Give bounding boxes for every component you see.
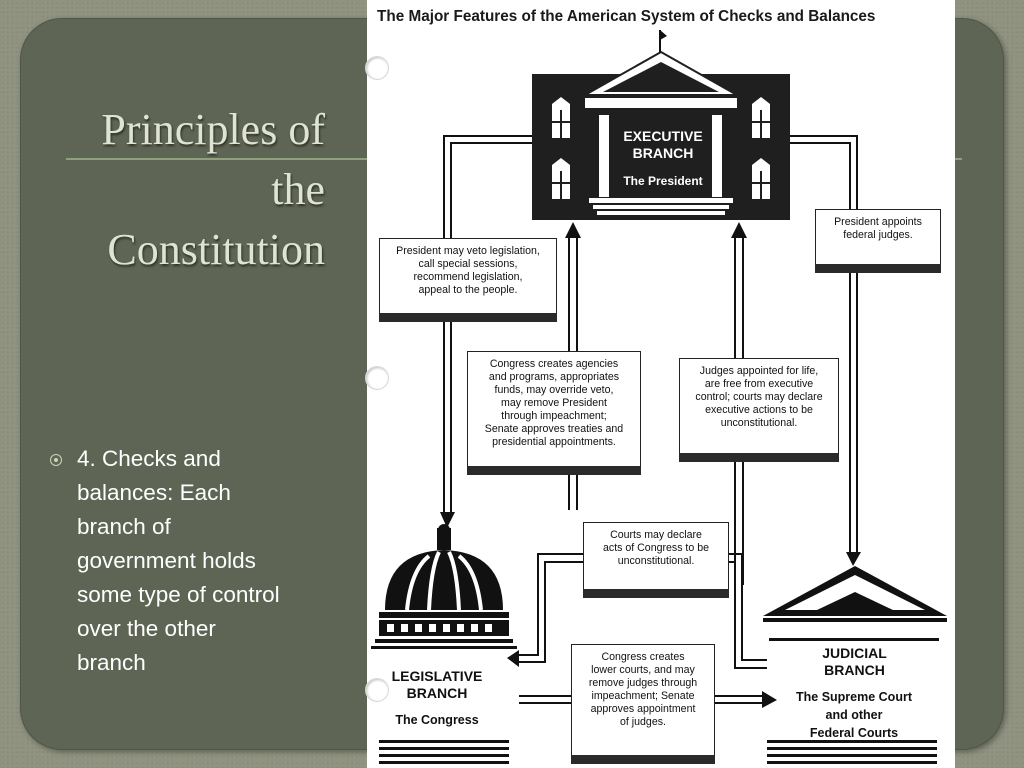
base-stripes — [379, 740, 937, 764]
binder-hole — [365, 678, 389, 702]
executive-title-line: EXECUTIVE — [623, 128, 703, 144]
box-line: Courts may declare — [610, 529, 702, 541]
courts-declare-box: Courts may declare acts of Congress to b… — [583, 522, 729, 598]
checks-balances-diagram: The Major Features of the American Syste… — [365, 0, 955, 768]
box-line: appeal to the people. — [418, 284, 518, 296]
box-line: executive actions to be — [705, 404, 813, 416]
judicial-branch-subtitle: The Supreme Court and other Federal Cour… — [779, 688, 929, 742]
capitol-dome-icon — [371, 524, 517, 649]
box-line: and programs, appropriates — [488, 371, 620, 383]
box-line: President appoints — [834, 216, 922, 228]
slide-title-line: Principles of — [101, 105, 325, 154]
box-line: Congress creates — [601, 651, 685, 663]
courthouse-icon — [763, 566, 947, 641]
slide-title-line: Constitution — [107, 225, 325, 274]
box-line: acts of Congress to be — [603, 542, 709, 554]
bullet-item: 4. Checks and balances: Each branch of g… — [50, 442, 290, 680]
box-line: recommend legislation, — [413, 271, 523, 283]
judicial-branch-title: JUDICIAL BRANCH — [787, 645, 922, 679]
box-line: approves appointment — [590, 703, 696, 715]
diagram-heading: The Major Features of the American Syste… — [377, 8, 876, 25]
box-line: call special sessions, — [418, 258, 518, 270]
box-line: unconstitutional. — [617, 555, 695, 567]
slide-title-line: the — [271, 165, 325, 214]
box-line: Judges appointed for life, — [699, 365, 819, 377]
diagram-graphics — [371, 30, 947, 764]
box-line: Senate approves treaties and — [484, 423, 624, 435]
executive-building-icon — [532, 30, 790, 220]
box-line: presidential appointments. — [492, 436, 616, 448]
legislative-title-line: LEGISLATIVE — [391, 668, 483, 684]
box-line: President may veto legislation, — [396, 245, 540, 257]
box-line: through impeachment; — [501, 410, 607, 422]
legislative-branch-subtitle: The Congress — [395, 713, 479, 727]
slide-title: Principles of the Constitution — [20, 100, 325, 280]
congress-agencies-box: Congress creates agencies and programs, … — [467, 351, 641, 475]
congress-courts-box: Congress creates lower courts, and may r… — [571, 644, 715, 764]
judicial-title-line: BRANCH — [824, 662, 885, 678]
box-line: control; courts may declare — [695, 391, 823, 403]
box-line: federal judges. — [843, 229, 913, 241]
judicial-title-line: JUDICIAL — [822, 645, 887, 661]
box-line: lower courts, and may — [591, 664, 695, 676]
judges-appointed-box: Judges appointed for life, are free from… — [679, 358, 839, 462]
executive-branch-title: EXECUTIVE BRANCH — [607, 128, 719, 162]
arrow-heads — [440, 222, 861, 708]
binder-hole — [365, 366, 389, 390]
executive-title-line: BRANCH — [632, 145, 694, 161]
judicial-subtitle-line: and other — [825, 708, 883, 722]
box-line: are free from executive — [704, 378, 814, 390]
binder-hole — [365, 56, 389, 80]
bullet-circle-icon — [50, 454, 62, 466]
box-line: funds, may override veto, — [494, 384, 614, 396]
legislative-title-line: BRANCH — [406, 685, 468, 701]
box-line: remove judges through — [588, 677, 698, 689]
judicial-subtitle-line: The Supreme Court — [796, 690, 912, 704]
executive-branch-subtitle: The President — [623, 174, 703, 188]
box-line: impeachment; Senate — [591, 690, 695, 702]
box-line: unconstitutional. — [720, 417, 798, 429]
box-line: may remove President — [501, 397, 607, 409]
judicial-subtitle-line: Federal Courts — [809, 726, 899, 740]
box-line: Congress creates agencies — [489, 358, 619, 370]
president-veto-box: President may veto legislation, call spe… — [379, 238, 557, 322]
legislative-branch-title: LEGISLATIVE BRANCH — [377, 668, 497, 702]
bullet-text: 4. Checks and balances: Each branch of g… — [77, 446, 280, 675]
president-appoints-box: President appoints federal judges. — [815, 209, 941, 273]
box-line: of judges. — [620, 716, 666, 728]
